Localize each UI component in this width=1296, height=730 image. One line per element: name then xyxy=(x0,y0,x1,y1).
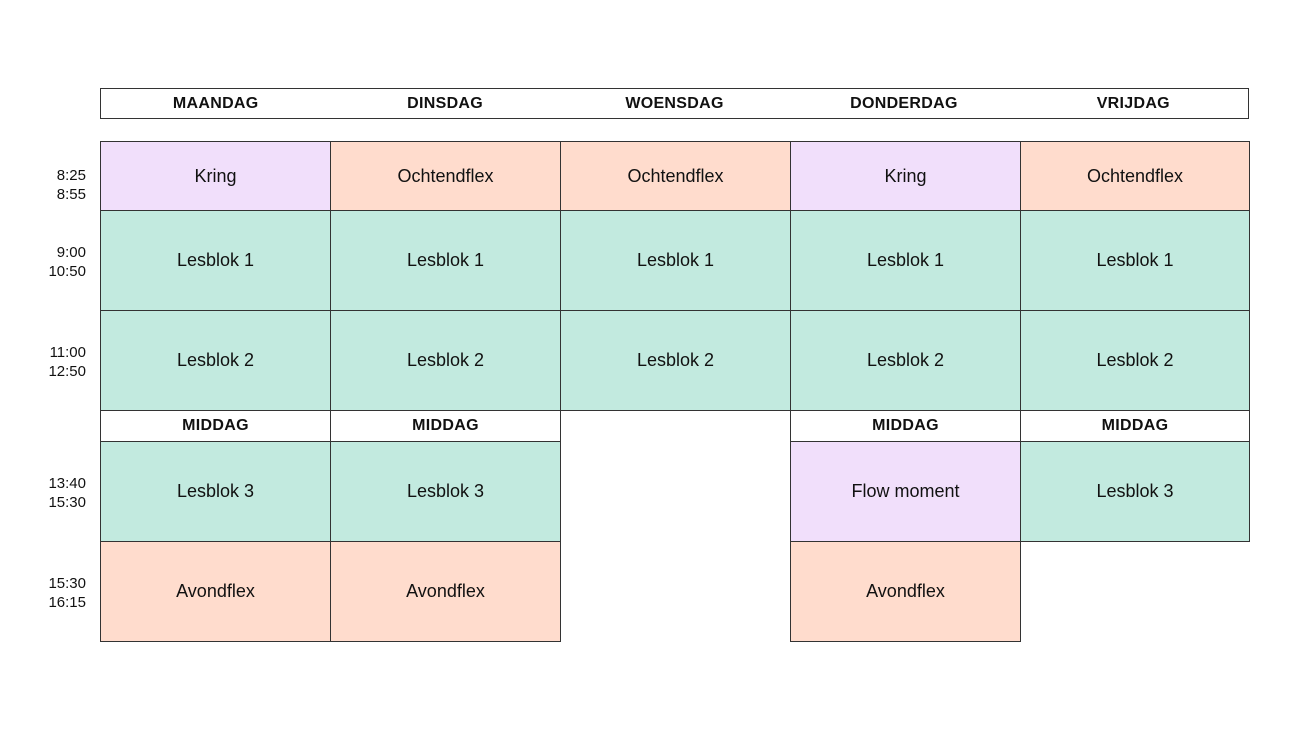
schedule-cell-wednesday-lesblok1: Lesblok 1 xyxy=(560,210,791,311)
time-end: 15:30 xyxy=(48,494,86,511)
schedule-cell-friday-ochtendflex: Ochtendflex xyxy=(1020,141,1250,211)
day-header-row: MAANDAG DINSDAG WOENSDAG DONDERDAG VRIJD… xyxy=(100,88,1249,119)
schedule-cell-friday-lesblok1: Lesblok 1 xyxy=(1020,210,1250,311)
schedule-cell-monday-lesblok3: Lesblok 3 xyxy=(100,441,331,542)
schedule-cell-tuesday-avondflex: Avondflex xyxy=(330,541,561,642)
time-label-slot-2: 9:00 10:50 xyxy=(20,243,86,281)
schedule-cell-tuesday-lesblok3: Lesblok 3 xyxy=(330,441,561,542)
schedule-cell-thursday-kring: Kring xyxy=(790,141,1021,211)
time-end: 12:50 xyxy=(48,363,86,380)
schedule-cell-thursday-flow-moment: Flow moment xyxy=(790,441,1021,542)
time-label-slot-4: 13:40 15:30 xyxy=(20,474,86,512)
day-header-tuesday: DINSDAG xyxy=(407,94,484,112)
time-end: 8:55 xyxy=(56,186,86,203)
time-label-slot-1: 8:25 8:55 xyxy=(20,166,86,204)
schedule-cell-wednesday-lesblok2: Lesblok 2 xyxy=(560,310,791,411)
time-start: 13:40 xyxy=(48,475,86,492)
schedule-cell-thursday-lesblok2: Lesblok 2 xyxy=(790,310,1021,411)
time-start: 8:25 xyxy=(56,167,86,184)
break-cell-monday: MIDDAG xyxy=(100,410,331,442)
day-header-monday: MAANDAG xyxy=(172,94,259,112)
schedule-cell-thursday-lesblok1: Lesblok 1 xyxy=(790,210,1021,311)
break-cell-friday: MIDDAG xyxy=(1020,410,1250,442)
time-start: 15:30 xyxy=(48,575,86,592)
time-label-slot-3: 11:00 12:50 xyxy=(20,343,86,381)
time-end: 10:50 xyxy=(48,263,86,280)
time-start: 11:00 xyxy=(49,344,86,361)
schedule-cell-thursday-avondflex: Avondflex xyxy=(790,541,1021,642)
time-start: 9:00 xyxy=(56,244,86,261)
schedule-cell-monday-lesblok1: Lesblok 1 xyxy=(100,210,331,311)
schedule-cell-monday-kring: Kring xyxy=(100,141,331,211)
time-end: 16:15 xyxy=(48,594,86,611)
day-header-thursday: DONDERDAG xyxy=(850,94,958,112)
time-label-slot-5: 15:30 16:15 xyxy=(20,574,86,612)
break-cell-thursday: MIDDAG xyxy=(790,410,1021,442)
day-header-wednesday: WOENSDAG xyxy=(625,94,724,112)
schedule-cell-monday-avondflex: Avondflex xyxy=(100,541,331,642)
schedule-cell-wednesday-ochtendflex: Ochtendflex xyxy=(560,141,791,211)
break-cell-tuesday: MIDDAG xyxy=(330,410,561,442)
schedule-cell-monday-lesblok2: Lesblok 2 xyxy=(100,310,331,411)
schedule-cell-tuesday-lesblok1: Lesblok 1 xyxy=(330,210,561,311)
day-header-friday: VRIJDAG xyxy=(1096,94,1170,112)
schedule-cell-friday-lesblok3: Lesblok 3 xyxy=(1020,441,1250,542)
schedule-cell-friday-lesblok2: Lesblok 2 xyxy=(1020,310,1250,411)
schedule-cell-tuesday-lesblok2: Lesblok 2 xyxy=(330,310,561,411)
schedule-cell-tuesday-ochtendflex: Ochtendflex xyxy=(330,141,561,211)
